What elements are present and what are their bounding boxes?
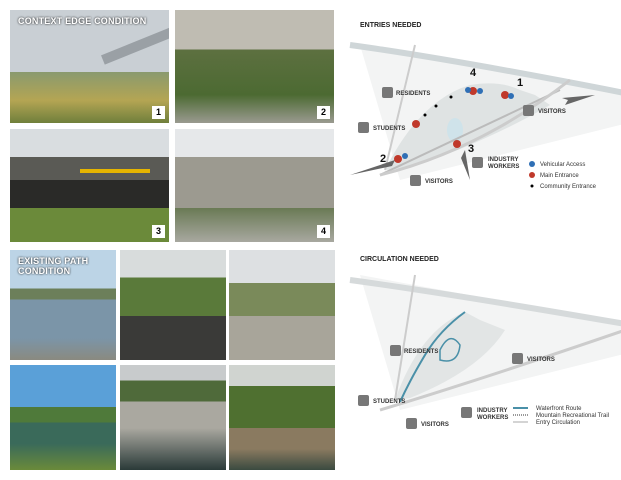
photo-path-riverbank: EXISTING PATH CONDITION <box>10 250 116 360</box>
community-entrance-markers <box>423 95 453 117</box>
legend-community-entrance: Community Entrance <box>540 184 597 190</box>
legend-waterfront-route: Waterfront Route <box>536 406 582 412</box>
entry-number-2: 2 <box>380 153 386 165</box>
industry-label: INDUSTRY <box>488 157 518 163</box>
workers-label: WORKERS <box>488 164 519 170</box>
main-entrance-markers <box>394 87 509 163</box>
legend-mountain-trail: Mountain Recreational Trail <box>536 413 609 419</box>
waterfront-route <box>399 311 466 403</box>
visitors-label-east: VISITORS <box>538 109 566 115</box>
entries-needed-title: ENTRIES NEEDED <box>360 22 422 29</box>
vehicular-access-markers <box>402 87 514 159</box>
entry-number-3: 3 <box>468 143 474 155</box>
photo-rock-cliff: 4 <box>175 129 334 242</box>
residents-label: RESIDENTS <box>404 349 438 355</box>
entries-map: 4 1 2 3 RESIDENTS STUDENTS VISITORS VISI… <box>349 42 621 190</box>
photo-path-hillside <box>120 250 226 360</box>
photo-number: 4 <box>317 225 330 238</box>
photo-number: 1 <box>152 106 165 119</box>
visitor-arrows <box>350 95 595 180</box>
circulation-needed-title: CIRCULATION NEEDED <box>360 256 439 263</box>
visitors-label-south: VISITORS <box>425 179 453 185</box>
photo-park-garden: 2 <box>175 10 334 123</box>
context-edge-title: CONTEXT EDGE CONDITION <box>18 16 147 26</box>
entry-number-1: 1 <box>517 77 523 89</box>
legend-vehicular-access: Vehicular Access <box>540 162 585 168</box>
legend-main-entrance: Main Entrance <box>540 173 579 179</box>
photo-number: 2 <box>317 106 330 119</box>
photo-path-lakeside <box>229 250 335 360</box>
existing-path-title: EXISTING PATH CONDITION <box>18 256 89 276</box>
visitors-label-south: VISITORS <box>421 422 449 428</box>
photo-canal <box>10 365 116 470</box>
students-label: STUDENTS <box>373 126 405 132</box>
visitors-label-east: VISITORS <box>527 357 555 363</box>
residents-label: RESIDENTS <box>396 91 430 97</box>
photo-underpass: 3 <box>10 129 169 242</box>
industry-label: INDUSTRY <box>477 408 507 414</box>
students-label: STUDENTS <box>373 399 405 405</box>
photo-number: 3 <box>152 225 165 238</box>
workers-label: WORKERS <box>477 415 508 421</box>
circulation-map: RESIDENTS STUDENTS VISITORS VISITORS IND… <box>349 274 621 429</box>
entry-number-4: 4 <box>470 67 477 79</box>
photo-stone-channel <box>120 365 226 470</box>
legend-entry-circulation: Entry Circulation <box>536 420 580 426</box>
photo-highway-overpass: CONTEXT EDGE CONDITION 1 <box>10 10 169 123</box>
photo-bamboo-edge <box>229 365 335 470</box>
